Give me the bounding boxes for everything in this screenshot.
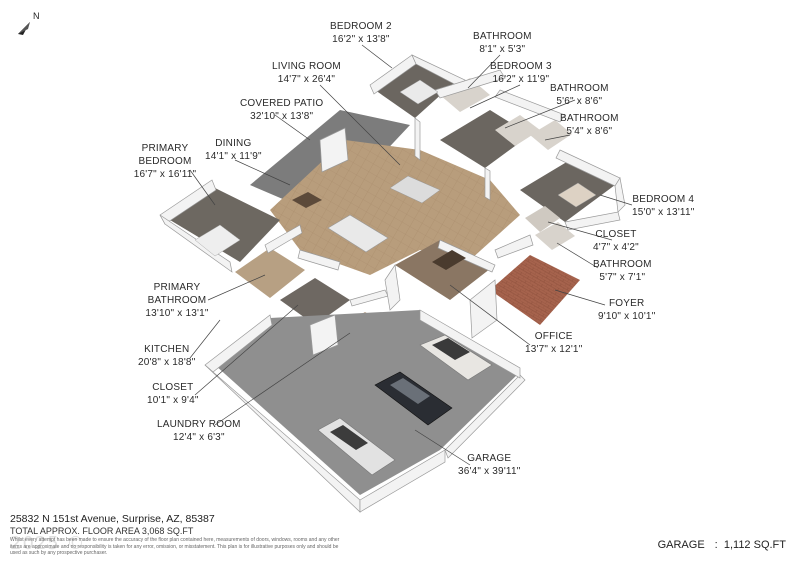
car-black	[374, 371, 453, 426]
car-white-2	[317, 417, 396, 476]
compass: N	[14, 8, 44, 38]
total-floor-area: TOTAL APPROX. FLOOR AREA 3,068 SQ.FT	[10, 526, 194, 536]
kitchen-island	[327, 214, 389, 253]
living-floor	[270, 140, 520, 275]
furniture	[194, 79, 597, 476]
bed-2	[399, 79, 439, 105]
garage-area-summary: GARAGE : 1,112 SQ.FT	[658, 539, 786, 551]
sofa	[389, 175, 441, 204]
walls	[159, 54, 626, 513]
bed-primary	[194, 224, 241, 257]
watermark: 2025 ©	[10, 533, 86, 554]
compass-letter: N	[33, 11, 40, 21]
closet-floor-a	[525, 206, 560, 232]
north-arrow-icon: N	[18, 11, 40, 35]
garage-area-value: : 1,112 SQ.FT	[714, 539, 786, 551]
foyer-floor	[490, 255, 580, 325]
closet-b-floor	[280, 278, 350, 325]
primary-bath-floor	[235, 248, 305, 298]
bath-floor-c	[530, 120, 572, 150]
bath-floor-d	[535, 222, 575, 250]
disclaimer: Whilst every attempt has been made to en…	[10, 537, 340, 556]
bed-4	[557, 182, 597, 208]
bath-floor-b	[495, 115, 540, 146]
car-white-1	[419, 334, 493, 381]
leader-lines	[189, 44, 633, 466]
property-address: 25832 N 151st Avenue, Surprise, AZ, 8538…	[10, 513, 215, 525]
garage-area-label: GARAGE	[657, 539, 705, 551]
desk	[432, 250, 466, 270]
dining-table	[292, 192, 322, 208]
primary-bedroom-floor	[170, 188, 280, 262]
